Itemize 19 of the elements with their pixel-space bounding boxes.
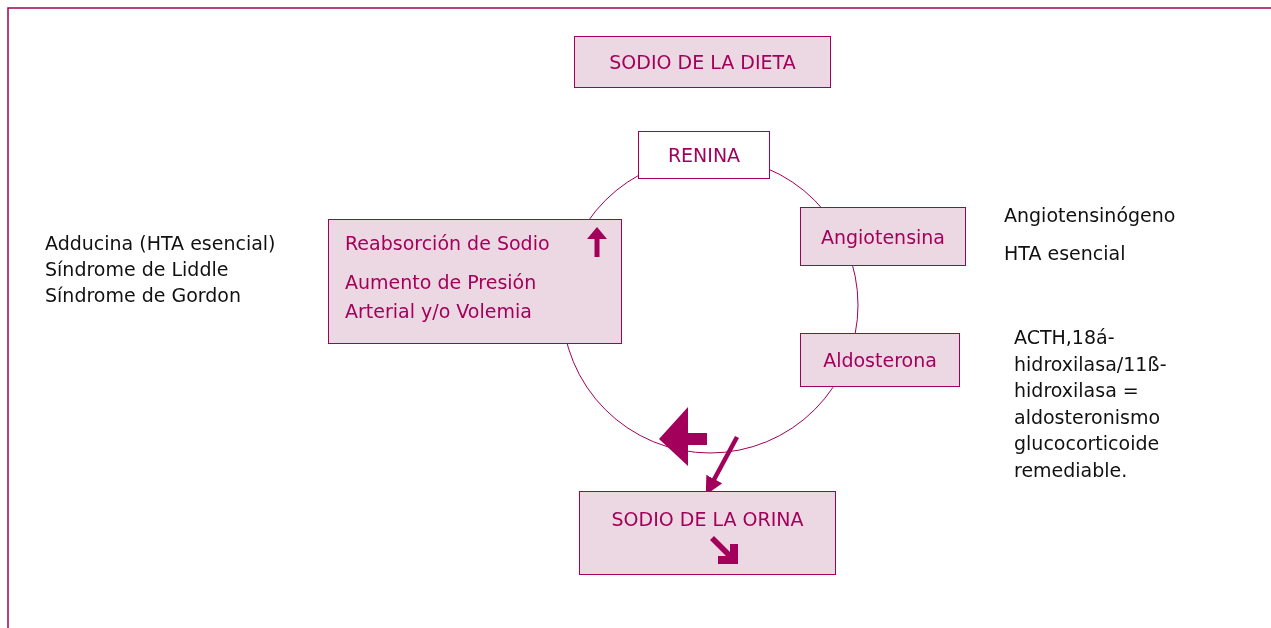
label-text: Angiotensinógeno [1004,203,1177,228]
box-title: Aldosterona [823,349,937,371]
box-title: RENINA [667,144,741,166]
box-title: Angiotensina [820,225,946,248]
process-box [579,491,836,575]
process-box [328,219,622,344]
label-text: Síndrome de Gordon [45,283,243,308]
box-title: SODIO DE LA ORINA [611,508,804,530]
box-title: SODIO DE LA DIETA [609,51,796,73]
process-box [638,131,770,179]
note-text: ACTH,18á-hidroxilasa/11ß-hidroxilasa = aldosteronismo glucocorticoide remediable. [1014,325,1168,483]
box-title: Reabsorción de Sodio [345,232,550,254]
label-text: Adducina (HTA esencial) [45,231,277,256]
process-box [800,207,966,266]
label-text: HTA esencial [1004,241,1127,266]
process-box [574,36,831,88]
box-text: Aumento de Presión Arterial y/o Volemia [345,270,538,324]
label-text: Síndrome de Liddle [45,257,230,282]
process-box [800,333,960,387]
